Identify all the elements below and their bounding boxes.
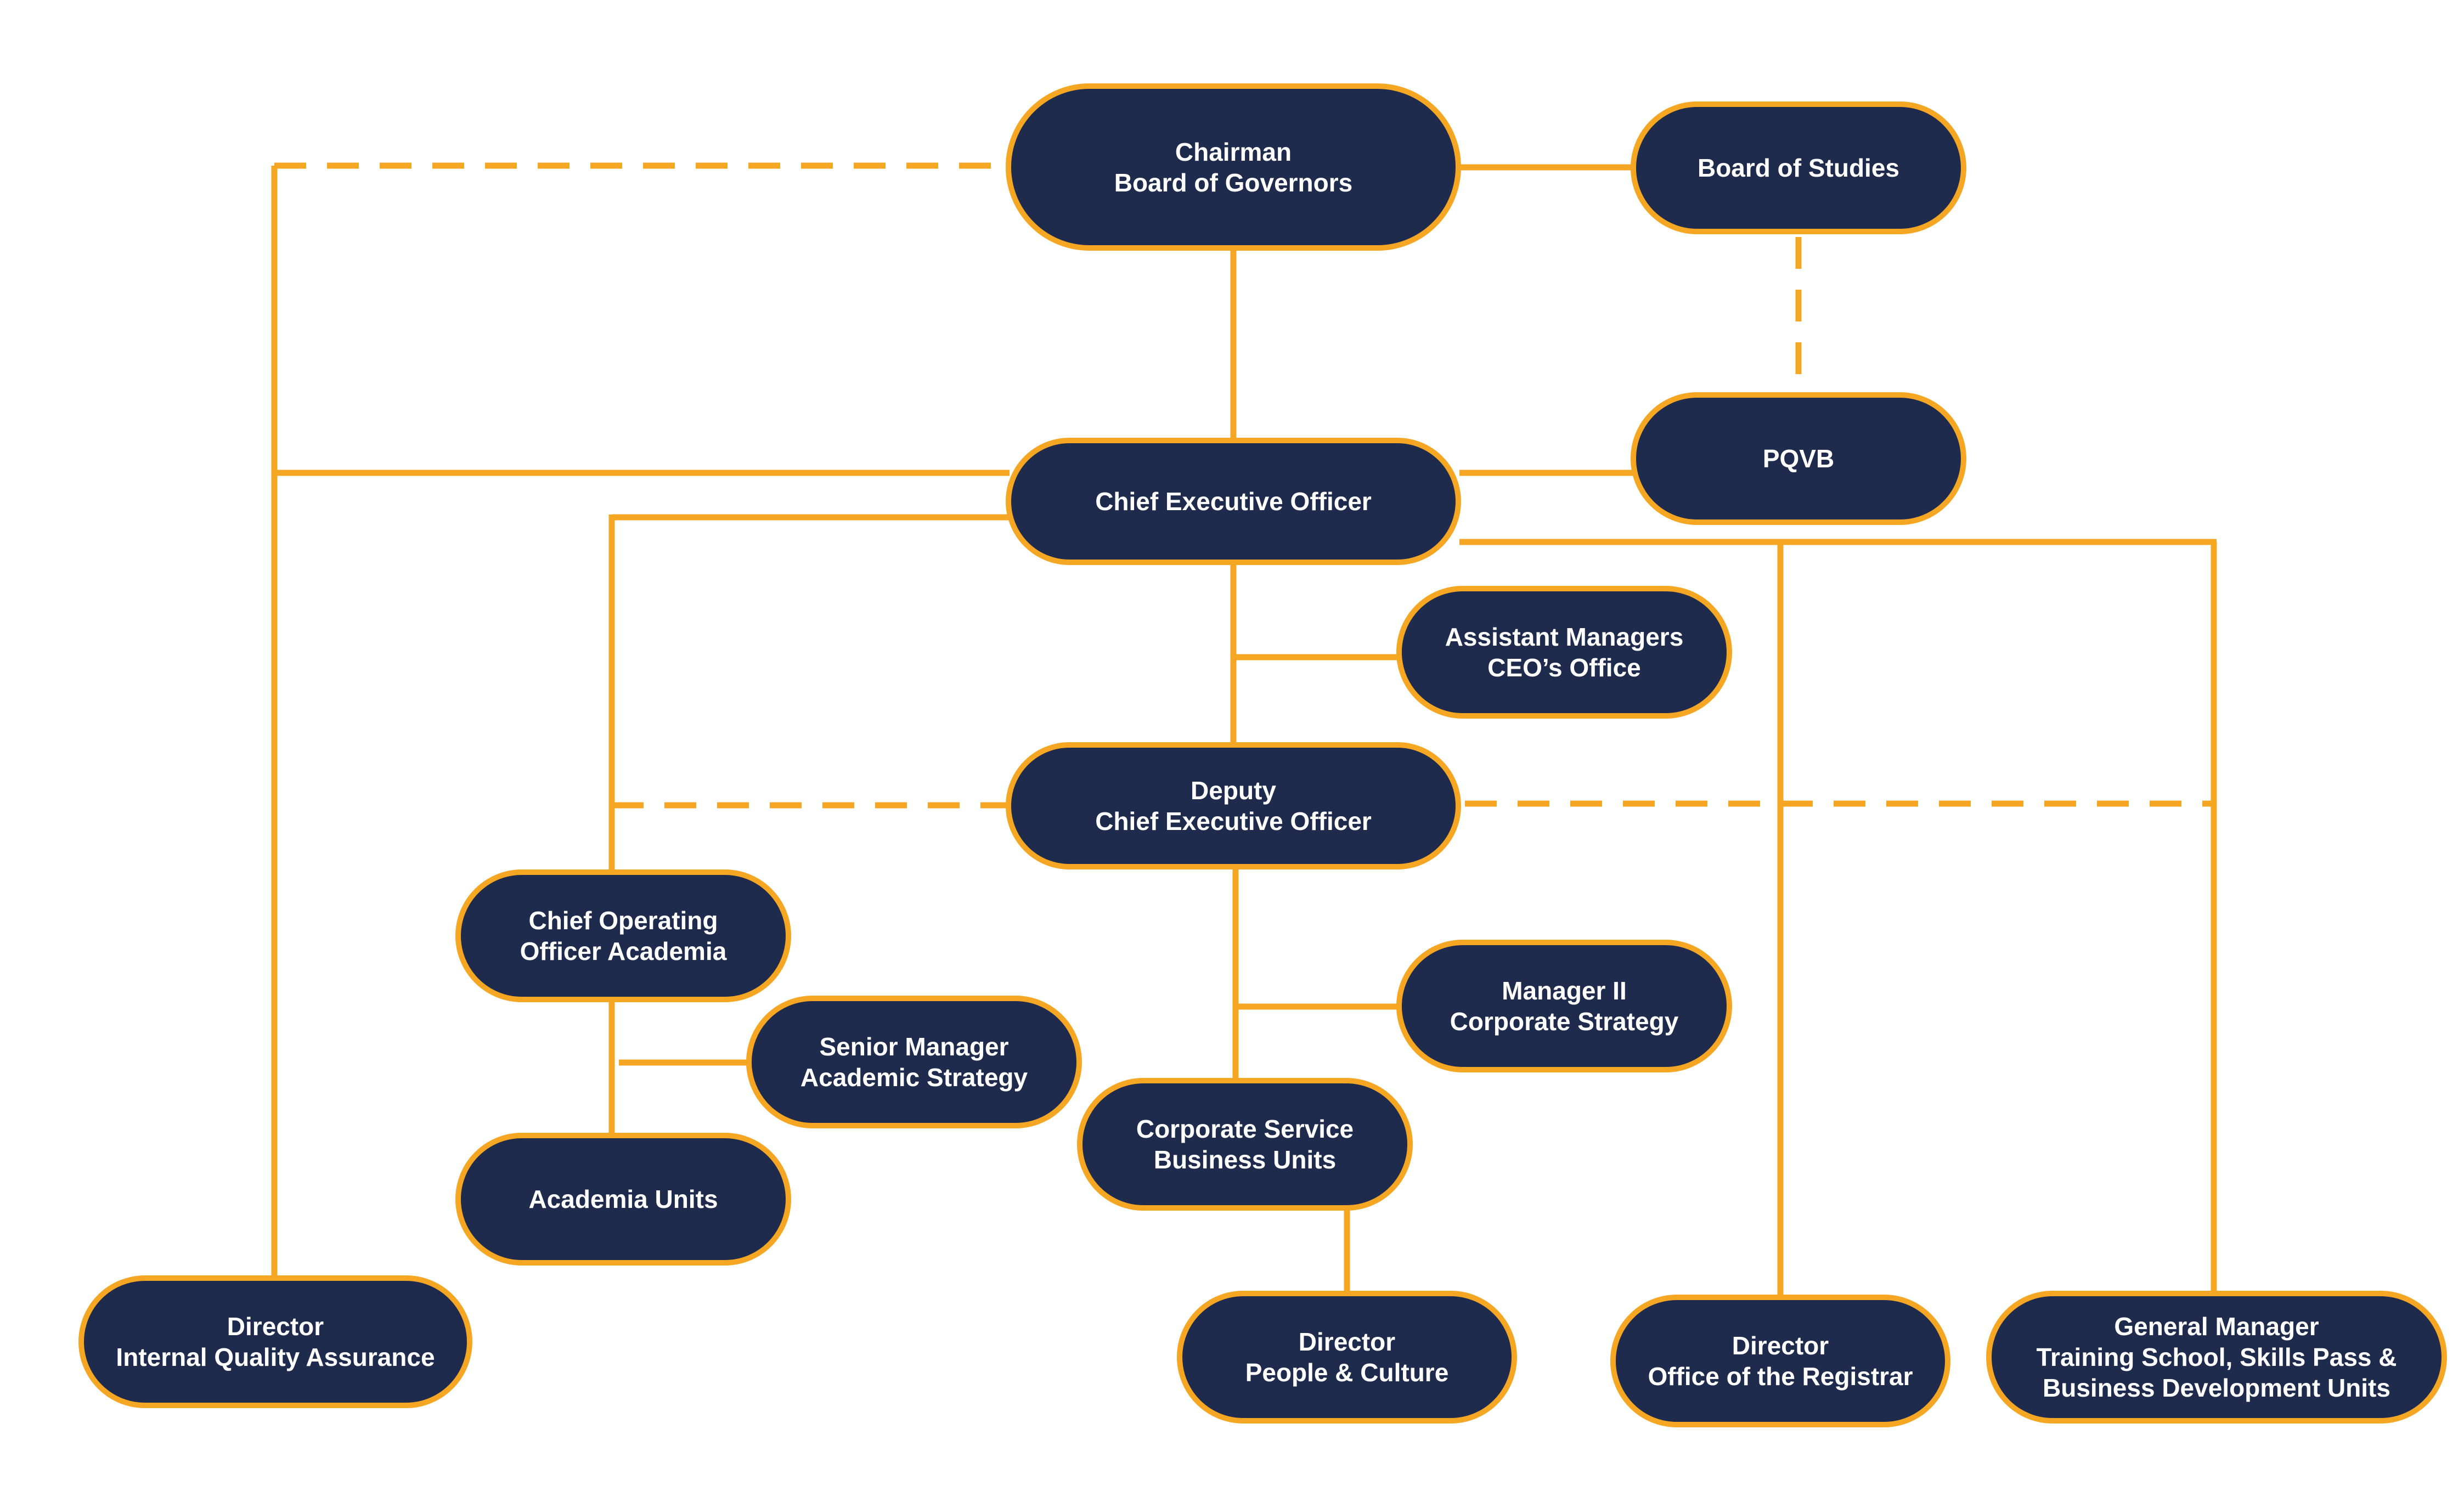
node-label-line: Assistant Managers (1445, 623, 1684, 651)
node-label-line: General Manager (2114, 1312, 2319, 1341)
node-label-line: Academia Units (528, 1185, 718, 1213)
node-label-line: Office of the Registrar (1648, 1362, 1913, 1391)
node-board-of-studies: Board of Studies (1631, 101, 1966, 234)
node-label-line: Chief Operating (528, 906, 718, 935)
node-label-line: Corporate Service (1136, 1115, 1354, 1143)
node-label-line: Chairman (1175, 137, 1292, 166)
node-label-line: Director (227, 1312, 324, 1341)
node-ceo: Chief Executive Officer (1006, 438, 1461, 565)
node-label-line: Training School, Skills Pass & (2036, 1343, 2397, 1371)
node-label-line: Board of Governors (1114, 168, 1353, 197)
node-label-line: Board of Studies (1697, 154, 1900, 182)
node-label-line: Business Units (1153, 1145, 1337, 1174)
node-label-line: Officer Academia (520, 937, 727, 965)
node-label-line: Deputy (1191, 776, 1276, 805)
node-pqvb: PQVB (1631, 392, 1966, 525)
node-academia-units-label: Academia Units (528, 1184, 718, 1214)
node-board-of-studies-label: Board of Studies (1698, 152, 1899, 183)
node-pqvb-label: PQVB (1763, 443, 1834, 474)
node-label-line: Corporate Strategy (1450, 1007, 1679, 1036)
node-label-line: Director (1298, 1327, 1396, 1356)
node-label-line: Chief Executive Officer (1095, 487, 1372, 516)
node-label-line: Manager II (1502, 976, 1627, 1005)
node-label-line: Director (1732, 1331, 1829, 1360)
node-label-line: PQVB (1762, 444, 1835, 473)
node-ceo-label: Chief Executive Officer (1095, 486, 1372, 517)
node-label-line: People & Culture (1245, 1358, 1449, 1387)
node-label-line: Academic Strategy (800, 1063, 1028, 1092)
node-label-line: Business Development Units (2043, 1374, 2390, 1402)
node-label-line: Internal Quality Assurance (116, 1343, 435, 1371)
node-academia-units: Academia Units (455, 1133, 791, 1266)
node-label-line: CEO’s Office (1487, 653, 1641, 682)
node-label-line: Chief Executive Officer (1095, 807, 1372, 835)
node-label-line: Senior Manager (819, 1032, 1009, 1061)
